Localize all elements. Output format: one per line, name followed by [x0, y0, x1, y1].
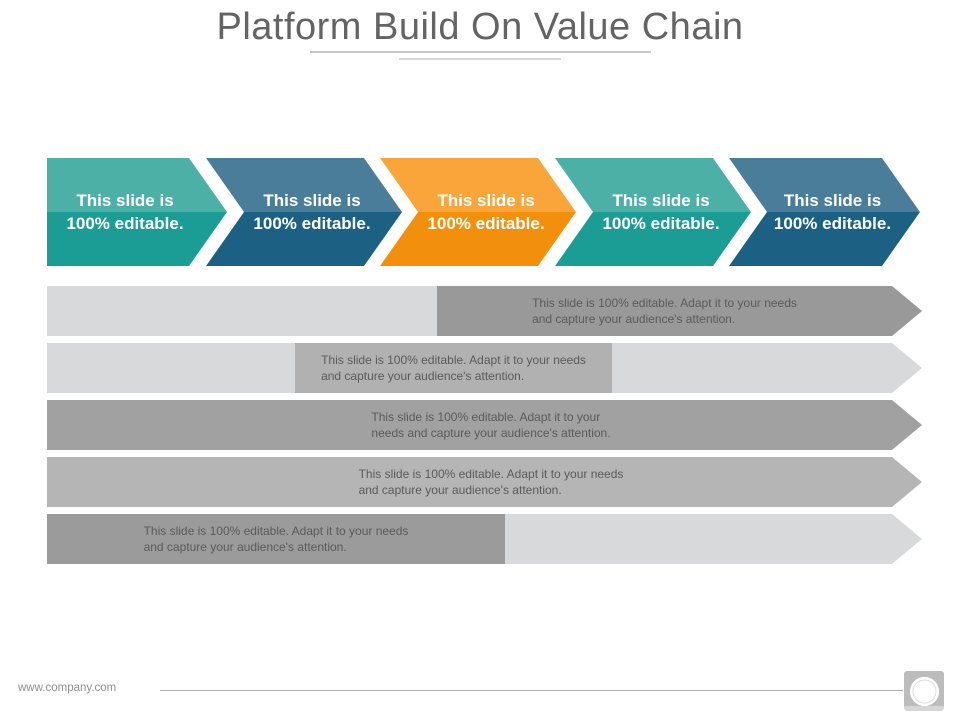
title-underline-secondary	[399, 58, 561, 60]
value-bar-3-text: This slide is 100% editable. Adapt it to…	[371, 409, 610, 441]
value-bar-5-text: This slide is 100% editable. Adapt it to…	[144, 523, 409, 555]
value-bar-1-text-line2: and capture your audience's attention.	[532, 312, 736, 326]
value-bar-4-text-line1: This slide is 100% editable. Adapt it to…	[358, 467, 624, 481]
chevron-step-4-label-line1: This slide is	[612, 191, 710, 210]
value-bar-5-dark-segment: This slide is 100% editable. Adapt it to…	[47, 514, 505, 564]
chevron-step-5[interactable]: This slide is 100% editable.	[729, 158, 920, 266]
chevron-step-2[interactable]: This slide is 100% editable.	[206, 158, 402, 266]
value-bar-1[interactable]: This slide is 100% editable. Adapt it to…	[47, 286, 922, 336]
chevron-step-2-label-line1: This slide is	[263, 191, 361, 210]
value-bar-4-segment: This slide is 100% editable. Adapt it to…	[47, 457, 922, 507]
slide-title[interactable]: Platform Build On Value Chain	[216, 6, 744, 48]
chevron-step-1-label-line1: This slide is	[76, 191, 174, 210]
value-bar-2-text: This slide is 100% editable. Adapt it to…	[321, 352, 586, 384]
value-bar-2[interactable]: This slide is 100% editable. Adapt it to…	[47, 343, 922, 393]
footer-website[interactable]: www.company.com	[18, 682, 117, 694]
value-bar-1-text: This slide is 100% editable. Adapt it to…	[532, 295, 797, 327]
value-bar-3-text-line1: This slide is 100% editable. Adapt it to…	[371, 410, 601, 424]
chevron-step-3-label-line2: 100% editable.	[427, 214, 545, 233]
value-bar-4-text-line2: and capture your audience's attention.	[358, 483, 562, 497]
value-bar-3[interactable]: This slide is 100% editable. Adapt it to…	[47, 400, 922, 450]
value-bar-5-text-line2: and capture your audience's attention.	[143, 540, 347, 554]
circle-icon	[909, 676, 939, 706]
chevron-process-row: This slide is 100% editable. This slide …	[47, 158, 920, 266]
chevron-step-5-label-line1: This slide is	[783, 191, 882, 210]
chevron-step-3[interactable]: This slide is 100% editable.	[380, 158, 576, 266]
value-chain-bars: This slide is 100% editable. Adapt it to…	[47, 286, 922, 564]
chevron-step-2-label-line2: 100% editable.	[253, 214, 371, 233]
circle-in-square-icon[interactable]	[904, 671, 944, 711]
value-bar-2-dark-segment: This slide is 100% editable. Adapt it to…	[295, 343, 612, 393]
value-bar-2-text-line2: and capture your audience's attention.	[321, 369, 525, 383]
value-bar-2-text-line1: This slide is 100% editable. Adapt it to…	[321, 353, 586, 367]
title-underline-primary	[310, 51, 651, 53]
chevron-step-1-label-line2: 100% editable.	[66, 214, 184, 233]
value-bar-4-text: This slide is 100% editable. Adapt it to…	[359, 466, 624, 498]
footer-divider-line	[160, 690, 903, 691]
chevron-step-4[interactable]: This slide is 100% editable.	[555, 158, 751, 266]
chevron-step-3-label-line1: This slide is	[437, 191, 535, 210]
value-bar-1-text-line1: This slide is 100% editable. Adapt it to…	[532, 296, 797, 310]
value-bar-5[interactable]: This slide is 100% editable. Adapt it to…	[47, 514, 922, 564]
value-bar-5-text-line1: This slide is 100% editable. Adapt it to…	[143, 524, 409, 538]
chevron-step-1[interactable]: This slide is 100% editable.	[47, 158, 227, 266]
value-bar-4[interactable]: This slide is 100% editable. Adapt it to…	[47, 457, 922, 507]
value-bar-1-dark-segment: This slide is 100% editable. Adapt it to…	[437, 286, 922, 336]
chevron-step-4-label-line2: 100% editable.	[602, 214, 720, 233]
value-bar-3-text-line2: needs and capture your audience's attent…	[371, 426, 611, 440]
chevron-step-5-label-line2: 100% editable.	[773, 214, 892, 233]
value-bar-3-segment: This slide is 100% editable. Adapt it to…	[47, 400, 922, 450]
